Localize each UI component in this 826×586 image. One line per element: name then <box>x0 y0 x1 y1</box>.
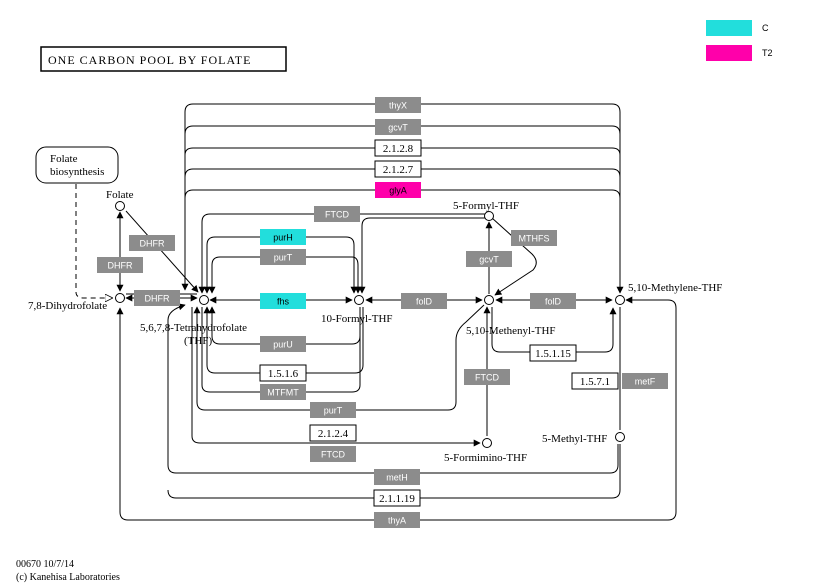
enzyme-purT-upper[interactable]: purT <box>260 249 306 265</box>
pathway-title: ONE CARBON POOL BY FOLATE <box>40 46 287 72</box>
compound-labels: Folate 7,8-Dihydrofolate 5,6,7,8-Tetrahy… <box>28 189 722 464</box>
folate-node[interactable] <box>115 201 125 211</box>
svg-text:DHFR: DHFR <box>140 239 165 249</box>
methyl5-node[interactable] <box>615 432 625 442</box>
legend-label-c: C <box>762 23 769 33</box>
enzyme-thyA[interactable]: thyA <box>374 512 420 528</box>
enzyme-FTCD-mid[interactable]: FTCD <box>464 369 510 385</box>
svg-text:fhs: fhs <box>277 297 290 307</box>
enzyme-2-1-2-4[interactable]: 2.1.2.4 <box>309 424 357 442</box>
label-folate: Folate <box>106 189 134 201</box>
enzyme-2-1-2-8[interactable]: 2.1.2.8 <box>374 139 422 157</box>
thf-node[interactable] <box>199 295 209 305</box>
title-text: ONE CARBON POOL BY FOLATE <box>48 53 251 67</box>
label-methyl5: 5-Methyl-THF <box>542 433 607 445</box>
legend-label-t2: T2 <box>762 48 773 58</box>
svg-text:DHFR: DHFR <box>108 261 133 271</box>
methenyl-node[interactable] <box>484 295 494 305</box>
legend-swatch-c <box>706 20 752 36</box>
svg-text:purU: purU <box>273 340 293 350</box>
enzyme-purH[interactable]: purH <box>260 229 306 245</box>
label-formyl5: 5-Formyl-THF <box>453 200 519 212</box>
svg-text:FTCD: FTCD <box>475 373 499 383</box>
legend: C T2 <box>706 20 773 61</box>
map-link-line2: biosynthesis <box>50 166 104 178</box>
enzyme-FTCD-lower[interactable]: FTCD <box>310 446 356 462</box>
footer-copyright: (c) Kanehisa Laboratories <box>16 572 120 583</box>
svg-text:2.1.2.7: 2.1.2.7 <box>383 164 414 176</box>
enzyme-1-5-1-15[interactable]: 1.5.1.15 <box>529 344 577 362</box>
enzyme-folD-left[interactable]: folD <box>401 293 447 309</box>
formimino-node[interactable] <box>482 438 492 448</box>
enzyme-glyA[interactable]: glyA <box>375 182 421 198</box>
enzyme-2-1-2-7[interactable]: 2.1.2.7 <box>374 160 422 178</box>
label-thf-line1: 5,6,7,8-Tetrahydrofolate <box>140 322 247 334</box>
svg-text:FTCD: FTCD <box>325 210 349 220</box>
label-methenyl: 5,10-Methenyl-THF <box>466 325 556 337</box>
svg-text:thyX: thyX <box>389 101 407 111</box>
svg-text:folD: folD <box>545 297 562 307</box>
enzyme-1-5-1-6[interactable]: 1.5.1.6 <box>259 364 307 382</box>
enzyme-DHFR-mid[interactable]: DHFR <box>97 257 143 273</box>
enzyme-DHFR-top[interactable]: DHFR <box>129 235 175 251</box>
legend-swatch-t2 <box>706 45 752 61</box>
svg-text:metH: metH <box>386 473 408 483</box>
svg-text:metF: metF <box>635 377 656 387</box>
footer-map-id: 00670 10/7/14 <box>16 559 74 570</box>
enzyme-purT-lower[interactable]: purT <box>310 402 356 418</box>
label-dhf: 7,8-Dihydrofolate <box>28 300 107 312</box>
svg-text:2.1.1.19: 2.1.1.19 <box>379 493 415 505</box>
enzyme-gcvT-top[interactable]: gcvT <box>375 119 421 135</box>
label-formyl10: 10-Formyl-THF <box>321 313 393 325</box>
label-thf-line2: (THF) <box>184 335 212 347</box>
enzyme-2-1-1-19[interactable]: 2.1.1.19 <box>373 489 421 507</box>
svg-text:gcvT: gcvT <box>388 123 408 133</box>
svg-text:2.1.2.4: 2.1.2.4 <box>318 428 349 440</box>
svg-text:folD: folD <box>416 297 433 307</box>
svg-text:gcvT: gcvT <box>479 255 499 265</box>
svg-text:FTCD: FTCD <box>321 450 345 460</box>
svg-text:thyA: thyA <box>388 516 406 526</box>
dhf-node[interactable] <box>115 293 125 303</box>
svg-text:1.5.1.6: 1.5.1.6 <box>268 368 299 380</box>
svg-text:DHFR: DHFR <box>145 294 170 304</box>
svg-text:MTHFS: MTHFS <box>519 234 550 244</box>
label-methylene: 5,10-Methylene-THF <box>628 282 722 294</box>
formyl10-node[interactable] <box>354 295 364 305</box>
compound-nodes <box>115 201 625 448</box>
enzyme-purU[interactable]: purU <box>260 336 306 352</box>
enzyme-DHFR-bottom[interactable]: DHFR <box>134 290 180 306</box>
svg-text:purH: purH <box>273 233 293 243</box>
formyl5-node[interactable] <box>484 211 494 221</box>
footer: 00670 10/7/14 (c) Kanehisa Laboratories <box>16 559 120 583</box>
map-link-line1: Folate <box>50 153 78 165</box>
enzyme-gcvT-mid[interactable]: gcvT <box>466 251 512 267</box>
svg-text:glyA: glyA <box>389 186 407 196</box>
enzyme-FTCD-top[interactable]: FTCD <box>314 206 360 222</box>
label-formimino: 5-Formimino-THF <box>444 452 527 464</box>
svg-text:1.5.1.15: 1.5.1.15 <box>535 348 571 360</box>
enzyme-metH[interactable]: metH <box>374 469 420 485</box>
folate-biosynthesis-map-link[interactable]: Folate biosynthesis <box>35 146 119 184</box>
enzyme-MTFMT[interactable]: MTFMT <box>260 384 306 400</box>
svg-text:MTFMT: MTFMT <box>267 388 299 398</box>
enzyme-fhs[interactable]: fhs <box>260 293 306 309</box>
enzyme-1-5-7-1[interactable]: 1.5.7.1 <box>571 372 619 390</box>
enzyme-thyX[interactable]: thyX <box>375 97 421 113</box>
svg-text:1.5.7.1: 1.5.7.1 <box>580 376 610 388</box>
methylene-node[interactable] <box>615 295 625 305</box>
enzyme-metF[interactable]: metF <box>622 373 668 389</box>
enzyme-folD-right[interactable]: folD <box>530 293 576 309</box>
svg-text:purT: purT <box>274 253 293 263</box>
svg-text:2.1.2.8: 2.1.2.8 <box>383 143 414 155</box>
enzyme-MTHFS[interactable]: MTHFS <box>511 230 557 246</box>
enzyme-boxes: thyX gcvT 2.1.2.8 2.1.2.7 glyA FTCD <box>97 97 668 528</box>
svg-text:purT: purT <box>324 406 343 416</box>
